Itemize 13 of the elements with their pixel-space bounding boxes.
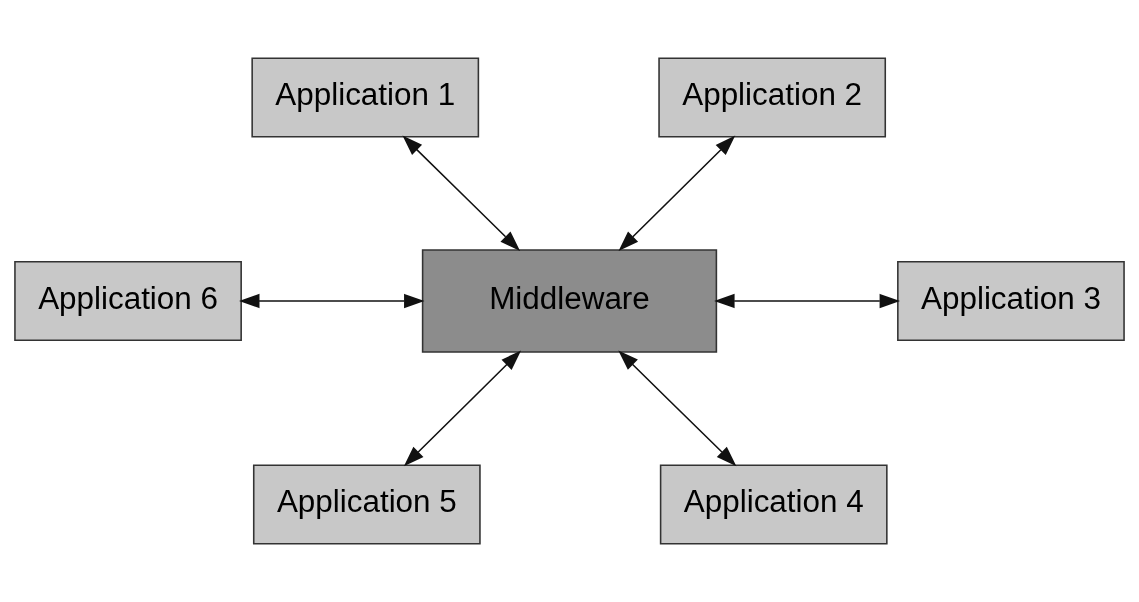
node-box: Application 4 <box>659 464 888 545</box>
node-box: Middleware <box>421 249 718 353</box>
node-box: Application 3 <box>897 260 1125 342</box>
arrow <box>403 350 522 467</box>
arrow <box>239 293 425 309</box>
node-box: Application 6 <box>14 260 242 342</box>
arrow <box>402 135 521 251</box>
arrow <box>714 293 901 309</box>
node-box: Application 2 <box>658 57 887 138</box>
node-box: Application 5 <box>252 464 481 545</box>
node-box: Application 1 <box>251 57 480 138</box>
arrow <box>618 350 737 467</box>
arrow <box>618 135 736 251</box>
